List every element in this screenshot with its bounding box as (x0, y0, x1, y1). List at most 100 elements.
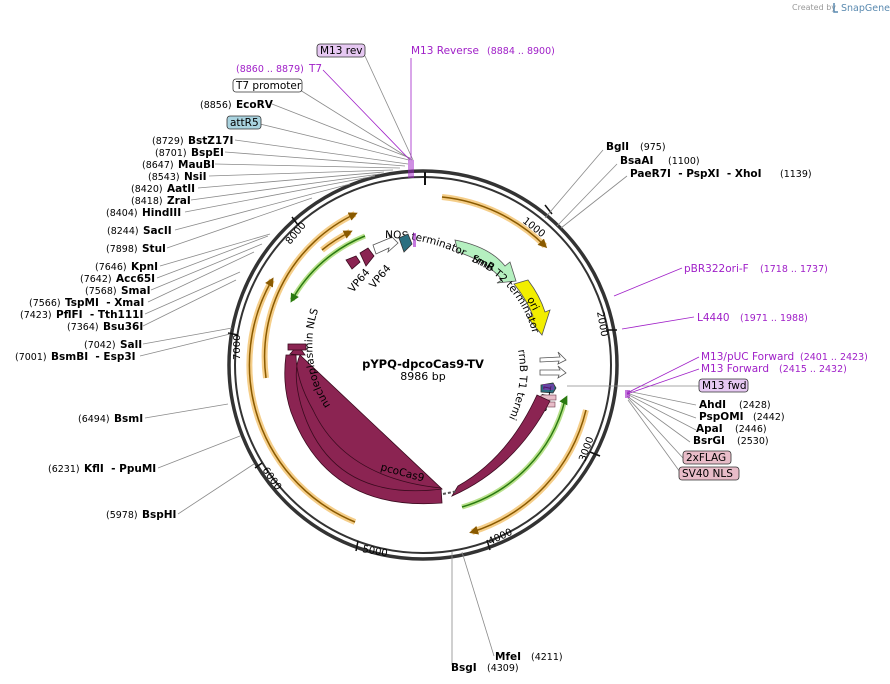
site-mfei: MfeI (495, 651, 521, 663)
orf-arc-3 (248, 277, 356, 523)
site-smai: SmaI (121, 285, 151, 297)
created-by-label: Created by (792, 3, 836, 12)
site-mfei-pos: (4211) (531, 652, 563, 663)
orf-arc-2 (469, 409, 587, 535)
site-ahdi-pos: (2428) (739, 400, 771, 411)
green-orf-1 (461, 399, 566, 508)
site-paer7i: PaeR7I - PspXI - XhoI (630, 168, 762, 180)
site-bstz17i-pos: (8729) (152, 136, 184, 147)
site-bsgi: BsgI (451, 662, 477, 674)
primer-l4440: L4440 (697, 312, 730, 324)
site-hindiii: HindIII (142, 207, 181, 219)
site-pspomi-pos: (2442) (753, 412, 785, 423)
t7-promoter-site (413, 233, 416, 247)
site-ahdi: AhdI (699, 399, 726, 411)
orf-arc-1 (441, 196, 548, 249)
attr5-box-label: attR5 (230, 117, 259, 129)
site-bsaai-pos: (1100) (668, 156, 700, 167)
green-orf-2 (290, 235, 366, 303)
site-bsmi: BsmI (114, 413, 143, 425)
t7-promoter-box (232, 78, 303, 93)
nucleoplasmin-nls-feature (287, 343, 307, 351)
sv40-nls-box (678, 466, 740, 481)
site-kpni-pos: (7646) (95, 262, 127, 273)
tick-mark-7000 (227, 332, 239, 336)
site-bgli: BglI (606, 141, 629, 153)
tick-mark-4000 (486, 539, 491, 551)
tick-label-2000: 2000 (594, 311, 609, 338)
site-sacii: SacII (143, 225, 172, 237)
primer-l4440-pos: (1971 .. 1988) (740, 313, 808, 324)
tick-mark-8000 (291, 216, 299, 226)
site-kfli: KflI - PpuMI (84, 463, 156, 475)
site-sacii-pos: (8244) (107, 226, 139, 237)
primer-pbr322ori-f: pBR322ori-F (684, 263, 749, 275)
site-pflfi-pos: (7423) (20, 310, 52, 321)
m13-fwd-box-label: M13 fwd (702, 380, 747, 392)
primer-m13-forward-pos: (2415 .. 2432) (779, 364, 847, 375)
snapgene-brand: SnapGene (841, 3, 890, 14)
site-bgli-pos: (975) (640, 142, 666, 153)
site-ecorv: EcoRV (236, 99, 274, 111)
tick-mark-6000 (254, 462, 263, 469)
t7-promoter-box-label: T7 promoter (235, 80, 302, 92)
sv40-nls-box-label: SV40 NLS (682, 468, 733, 480)
right-leader-lines (259, 55, 701, 473)
tick-mark-1000 (544, 204, 553, 215)
m13-fwd-site (543, 384, 554, 390)
attr5-feature (398, 233, 413, 253)
ori-label: ori (524, 295, 541, 313)
site-bsmbi-pos: (7001) (15, 352, 47, 363)
primer-leader-lines (322, 58, 700, 395)
primer-m13-reverse-pos: (8884 .. 8900) (487, 46, 555, 57)
site-hindiii-pos: (8404) (106, 208, 138, 219)
primer-t7-pos: (8860 .. 8879) (236, 64, 304, 75)
2xflag-box-label: 2xFLAG (686, 452, 726, 464)
vp64-feature-1 (345, 255, 361, 270)
site-stui-pos: (7898) (106, 244, 138, 255)
nos-terminator-label: NOS terminator (385, 229, 469, 259)
primer-cluster-top (408, 160, 414, 178)
primer-cluster-right (625, 390, 630, 398)
green-orf-1-arrow (559, 395, 568, 406)
m13-rev-box (316, 43, 366, 58)
site-bsphi-pos: (5978) (106, 510, 138, 521)
site-kfli-pos: (6231) (48, 464, 80, 475)
site-nsii-pos: (8543) (148, 172, 180, 183)
tick-mark-3000 (589, 451, 601, 457)
primer-t7: T7 (308, 63, 322, 75)
smr-feature (454, 239, 517, 284)
tick-label-5000: 5000 (361, 544, 388, 559)
m13-fwd-box (698, 378, 749, 393)
orf-arc-4 (263, 212, 358, 379)
site-apai: ApaI (696, 423, 723, 435)
orf-arcs (246, 194, 589, 535)
site-bsmi-pos: (6494) (78, 414, 110, 425)
vp64-label-b: VP64 (367, 262, 394, 291)
rrnb-t1-feature (539, 365, 567, 379)
rrnb-t2-feature (539, 351, 567, 365)
site-aatii-pos: (8420) (131, 184, 163, 195)
primer-m13-puc-forward-pos: (2401 .. 2423) (800, 352, 868, 363)
site-bspei-pos: (8701) (155, 148, 187, 159)
primer-m13-reverse: M13 Reverse (411, 45, 479, 57)
site-bsu36i: Bsu36I (103, 321, 143, 333)
site-bsrgi: BsrGI (693, 435, 725, 447)
site-acc65i-pos: (7642) (80, 274, 112, 285)
left-leader-lines (139, 103, 495, 665)
orf-arc-5 (321, 230, 353, 251)
site-smai-pos: (7568) (85, 286, 117, 297)
site-maubi: MauBI (178, 159, 215, 171)
backbone-outer-ring (227, 169, 619, 561)
site-acc65i: Acc65I (116, 273, 155, 285)
plasmid-length: 8986 bp (400, 370, 445, 383)
site-bspei: BspEI (191, 147, 224, 159)
nos-terminator-feature (372, 232, 399, 255)
site-bsrgi-pos: (2530) (737, 436, 769, 447)
site-bstz17i: BstZ17I (188, 135, 233, 147)
plasmid-name: pYPQ-dpcoCas9-TV (362, 357, 484, 371)
primer-m13-puc-forward: M13/pUC Forward (701, 351, 794, 363)
site-sali-pos: (7042) (84, 340, 116, 351)
site-pspomi: PspOMI (699, 411, 744, 423)
